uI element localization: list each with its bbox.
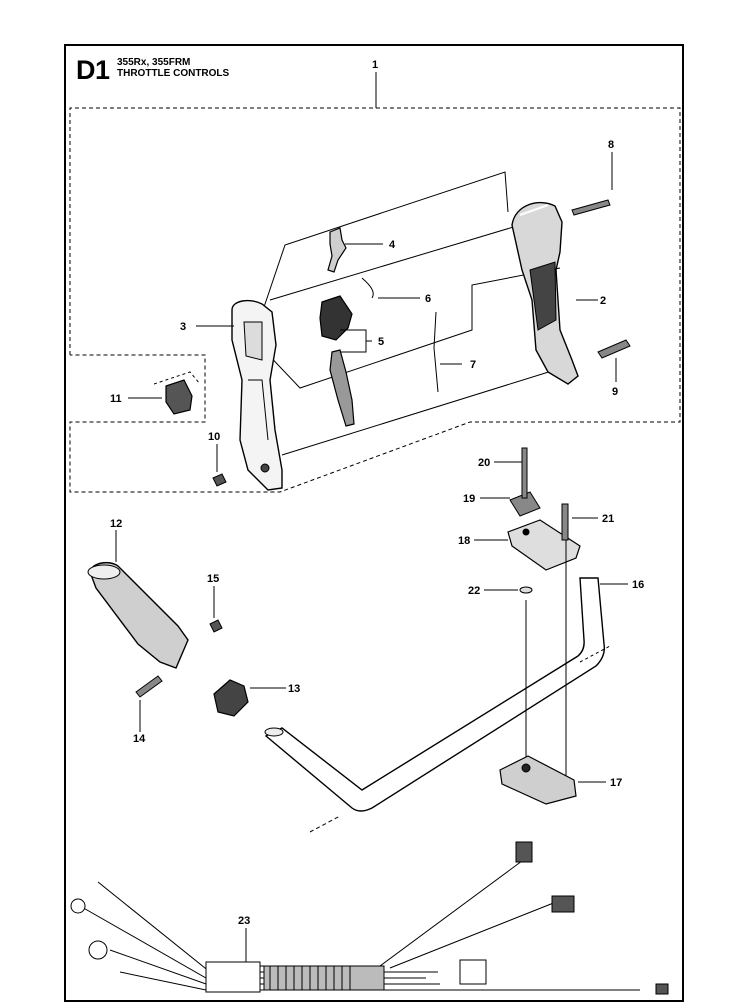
- part-14-screw: [135, 675, 163, 698]
- sheet-title: THROTTLE CONTROLS: [117, 68, 230, 79]
- assembly-boundary: [69, 107, 681, 493]
- sheet-models: 355Rx, 355FRM: [117, 57, 191, 68]
- callout-21: 21: [602, 513, 614, 525]
- callout-16: 16: [632, 579, 644, 591]
- part-4: [327, 227, 347, 273]
- callout-3: 3: [180, 321, 186, 333]
- callout-10: 10: [208, 431, 220, 443]
- callout-9: 9: [612, 386, 618, 398]
- sheet-code: D1: [76, 55, 110, 85]
- callout-23: 23: [238, 915, 250, 927]
- part-5-throttle-lock: [319, 295, 353, 341]
- part-23-wiring-harness: [70, 841, 669, 995]
- callout-13: 13: [288, 683, 300, 695]
- part-10-nut: [212, 473, 227, 487]
- callout-7: 7: [470, 359, 476, 371]
- part-22-washer: [519, 586, 533, 594]
- callout-5: 5: [378, 336, 384, 348]
- callout-14: 14: [133, 733, 146, 745]
- part-11-switch: [165, 379, 193, 415]
- part-20-screw: [521, 447, 528, 499]
- callout-18: 18: [458, 535, 470, 547]
- callout-2: 2: [600, 295, 606, 307]
- part-13-clamp: [213, 679, 249, 717]
- callout-20: 20: [478, 457, 490, 469]
- part-9-screw: [597, 339, 631, 359]
- drawing-frame: [64, 44, 684, 1002]
- callout-22: 22: [468, 585, 480, 597]
- part-18-bracket: [507, 519, 581, 571]
- part-8-screw: [571, 199, 611, 216]
- callout-6: 6: [425, 293, 431, 305]
- callout-19: 19: [463, 493, 475, 505]
- part-15-nut: [209, 619, 223, 633]
- callout-11: 11: [110, 393, 122, 405]
- callout-1: 1: [372, 59, 378, 71]
- callout-8: 8: [608, 139, 614, 151]
- callout-12: 12: [110, 518, 122, 530]
- callout-15: 15: [207, 573, 219, 585]
- part-21-screw: [561, 503, 569, 541]
- part-3-handle-half: [231, 299, 283, 491]
- callout-4: 4: [389, 239, 396, 251]
- part-17-bracket: [499, 755, 577, 805]
- part-16-handle-bar: [264, 577, 606, 812]
- part-5-throttle-trigger: [329, 349, 355, 427]
- callout-17: 17: [610, 777, 622, 789]
